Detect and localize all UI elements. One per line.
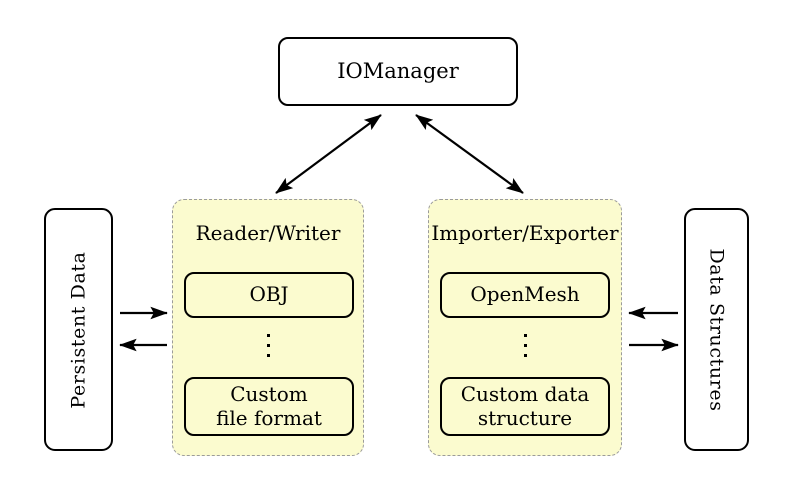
ellipsis-reader-writer (173, 334, 363, 357)
ellipsis-importer-exporter (429, 334, 621, 357)
ellipsis-dot (523, 354, 527, 357)
panel-importer-exporter-title: Importer/Exporter (431, 221, 619, 245)
ellipsis-dot (523, 344, 527, 347)
arrow-manager-reader-writer (275, 114, 382, 194)
node-custom-data-structure[interactable]: Custom data structure (440, 377, 610, 436)
node-obj[interactable]: OBJ (184, 272, 354, 318)
arrow-manager-importer-exporter (415, 114, 524, 194)
node-custom-data-structure-line2: structure (477, 405, 573, 430)
io-manager-label: IOManager (337, 59, 459, 84)
data-structures-node[interactable]: Data Structures (684, 208, 749, 451)
ellipsis-dot (266, 354, 270, 357)
ellipsis-dot (523, 334, 527, 337)
ellipsis-dot (266, 334, 270, 337)
io-manager-node[interactable]: IOManager (278, 37, 518, 106)
panel-reader-writer[interactable]: Reader/Writer OBJ Custom file format (172, 199, 364, 456)
node-obj-label: OBJ (249, 282, 289, 307)
panel-reader-writer-title: Reader/Writer (195, 221, 341, 245)
node-openmesh[interactable]: OpenMesh (440, 272, 610, 318)
persistent-data-node[interactable]: Persistent Data (44, 208, 113, 451)
data-structures-label: Data Structures (705, 247, 728, 412)
node-openmesh-label: OpenMesh (470, 282, 580, 307)
panel-importer-exporter[interactable]: Importer/Exporter OpenMesh Custom data s… (428, 199, 622, 456)
node-custom-file-format-line2: file format (216, 405, 322, 430)
node-custom-data-structure-line1: Custom data (460, 381, 590, 406)
persistent-data-label: Persistent Data (67, 250, 90, 409)
ellipsis-dot (266, 344, 270, 347)
node-custom-file-format-line1: Custom (230, 381, 308, 406)
node-custom-file-format[interactable]: Custom file format (184, 377, 354, 436)
